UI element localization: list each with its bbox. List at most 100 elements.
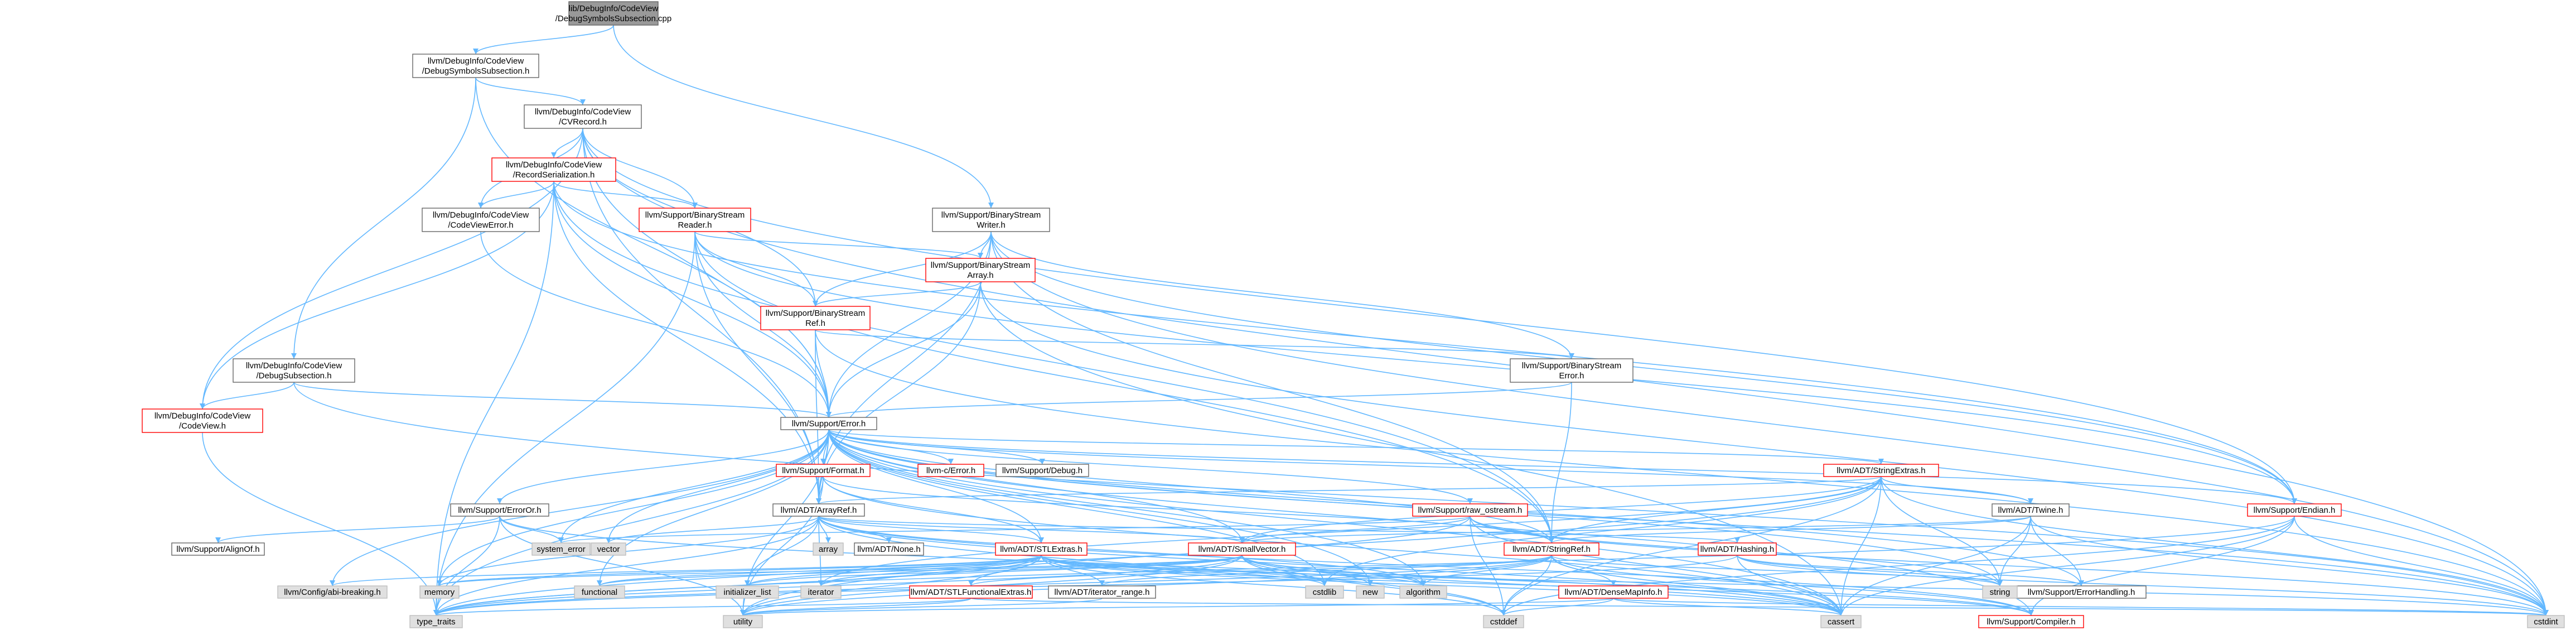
- node-erroror[interactable]: llvm/Support/ErrorOr.h: [450, 503, 549, 517]
- node-box-stlfunc: [909, 585, 1033, 599]
- node-debug[interactable]: llvm/Support/Debug.h: [995, 464, 1089, 477]
- edge-dsubsec-to-codeview: [202, 382, 294, 410]
- node-label-functional-0: functional: [582, 588, 617, 597]
- node-stringextras[interactable]: llvm/ADT/StringExtras.h: [1823, 464, 1939, 477]
- edge-stlextras-to-iterrange: [1041, 555, 1103, 586]
- arrowhead-erroror-to-alignof: [215, 537, 221, 543]
- edge-codeview-to-type_traits: [202, 432, 437, 616]
- node-box-new: [1356, 585, 1385, 599]
- node-label-root-1: /DebugSymbolsSubsection.cpp: [555, 14, 671, 23]
- node-label-densemapinfo-0: llvm/ADT/DenseMapInfo.h: [1564, 588, 1662, 597]
- arrowhead-smallvector-to-cstdlib: [1322, 580, 1327, 586]
- edge-arrayref-to-vector: [608, 516, 819, 544]
- node-stlfunc[interactable]: llvm/ADT/STLFunctionalExtras.h: [909, 585, 1033, 599]
- node-cvrecord[interactable]: llvm/DebugInfo/CodeView/CVRecord.h: [524, 104, 642, 129]
- edge-erroror-to-alignof: [218, 516, 500, 544]
- arrowhead-recser-to-bsreader: [692, 203, 698, 208]
- edge-root-to-dss_h: [475, 25, 614, 55]
- edge-bswriter-to-bserror: [990, 231, 1572, 359]
- node-adtnone[interactable]: llvm/ADT/None.h: [854, 542, 924, 556]
- node-utility: utility: [723, 615, 763, 628]
- edge-stringextras-to-string: [1881, 476, 2000, 586]
- node-box-cverror: [422, 208, 540, 232]
- node-label-bsreader-1: Reader.h: [678, 220, 712, 230]
- edge-error-to-stringextras: [828, 429, 1882, 465]
- edge-stlextras-to-configabi: [332, 555, 1042, 586]
- node-stringref[interactable]: llvm/ADT/StringRef.h: [1504, 542, 1599, 556]
- node-box-cerror: [917, 464, 984, 477]
- node-box-codeview: [142, 408, 263, 433]
- edge-endian-to-cstdint: [2294, 516, 2546, 616]
- node-label-dsubsec-0: llvm/DebugInfo/CodeView: [246, 361, 342, 371]
- node-smallvector[interactable]: llvm/ADT/SmallVector.h: [1188, 542, 1296, 556]
- node-cerror[interactable]: llvm-c/Error.h: [917, 464, 984, 477]
- arrowhead-stringextras-to-twine: [2028, 498, 2033, 504]
- node-stlextras[interactable]: llvm/ADT/STLExtras.h: [995, 542, 1088, 556]
- node-label-hashing-0: llvm/ADT/Hashing.h: [1700, 545, 1775, 554]
- node-arrayref[interactable]: llvm/ADT/ArrayRef.h: [772, 503, 865, 517]
- node-label-dss_h-0: llvm/DebugInfo/CodeView: [428, 56, 524, 66]
- node-box-rawostream: [1412, 503, 1528, 517]
- node-box-cstddef: [1483, 615, 1524, 628]
- arrowhead-dsubsec-to-codeview: [200, 403, 205, 409]
- node-compiler[interactable]: llvm/Support/Compiler.h: [1978, 615, 2084, 628]
- node-box-bsreader: [639, 208, 751, 232]
- edge-error-to-rawostream: [828, 429, 1471, 504]
- node-codeview[interactable]: llvm/DebugInfo/CodeView/CodeView.h: [142, 408, 263, 433]
- node-box-algorithm: [1399, 585, 1447, 599]
- node-root[interactable]: lib/DebugInfo/CodeView/DebugSymbolsSubse…: [555, 1, 671, 26]
- arrowhead-hashing-to-string: [1997, 580, 2003, 586]
- node-endian[interactable]: llvm/Support/Endian.h: [2247, 503, 2342, 517]
- node-initlist: initializer_list: [716, 585, 779, 599]
- node-box-stlextras: [995, 542, 1088, 556]
- edge-stlextras-to-memory: [439, 555, 1042, 586]
- edge-stringextras-to-cassert: [1840, 476, 1882, 616]
- node-recser[interactable]: llvm/DebugInfo/CodeView/RecordSerializat…: [491, 157, 616, 182]
- node-label-alignof-0: llvm/Support/AlignOf.h: [176, 545, 259, 554]
- edge-stringextras-to-twine: [1881, 476, 2031, 504]
- node-box-iterrange: [1048, 585, 1156, 599]
- node-format[interactable]: llvm/Support/Format.h: [776, 464, 871, 477]
- edge-stlfunc-to-type_traits: [436, 598, 972, 616]
- edge-bsreader-to-bsref: [694, 231, 816, 307]
- node-label-bsref-0: llvm/Support/BinaryStream: [766, 309, 865, 318]
- edge-twine-to-stringref: [1551, 516, 2031, 544]
- node-label-bsref-1: Ref.h: [805, 319, 825, 328]
- node-error[interactable]: llvm/Support/Error.h: [780, 417, 877, 430]
- edge-twine-to-errorhandling: [2030, 516, 2082, 586]
- node-rawostream[interactable]: llvm/Support/raw_ostream.h: [1412, 503, 1528, 517]
- node-label-type_traits-0: type_traits: [417, 617, 455, 627]
- node-alignof[interactable]: llvm/Support/AlignOf.h: [171, 542, 265, 556]
- node-densemapinfo[interactable]: llvm/ADT/DenseMapInfo.h: [1558, 585, 1669, 599]
- edge-iterrange-to-utility: [742, 598, 1103, 616]
- arrowhead-smallvector-to-initlist: [745, 580, 750, 586]
- node-box-iterator: [800, 585, 842, 599]
- node-dss_h[interactable]: llvm/DebugInfo/CodeView/DebugSymbolsSubs…: [412, 54, 539, 78]
- node-label-dsubsec-1: /DebugSubsection.h: [256, 371, 331, 381]
- node-iterrange[interactable]: llvm/ADT/iterator_range.h: [1048, 585, 1156, 599]
- node-iterator: iterator: [800, 585, 842, 599]
- edge-bsarray-to-cstdint: [980, 281, 2546, 616]
- edge-bsreader-to-endian: [694, 231, 2295, 504]
- node-hashing[interactable]: llvm/ADT/Hashing.h: [1698, 542, 1777, 556]
- node-label-bserror-1: Error.h: [1559, 371, 1584, 381]
- edge-arrayref-to-initlist: [747, 516, 819, 586]
- node-twine[interactable]: llvm/ADT/Twine.h: [1992, 503, 2070, 517]
- node-errorhandling[interactable]: llvm/Support/ErrorHandling.h: [2016, 585, 2147, 599]
- node-box-smallvector: [1188, 542, 1296, 556]
- edge-stringref-to-algorithm: [1423, 555, 1552, 586]
- node-label-bswriter-0: llvm/Support/BinaryStream: [941, 210, 1041, 220]
- node-cverror[interactable]: llvm/DebugInfo/CodeView/CodeViewError.h: [422, 208, 540, 232]
- edge-stringref-to-utility: [742, 555, 1552, 616]
- node-label-dss_h-1: /DebugSymbolsSubsection.h: [422, 66, 530, 76]
- edge-bsarray-to-arrayref: [818, 281, 981, 504]
- node-label-cvrecord-0: llvm/DebugInfo/CodeView: [535, 107, 631, 117]
- node-dsubsec[interactable]: llvm/DebugInfo/CodeView/DebugSubsection.…: [233, 358, 355, 383]
- edge-stlfunc-to-utility: [742, 598, 972, 616]
